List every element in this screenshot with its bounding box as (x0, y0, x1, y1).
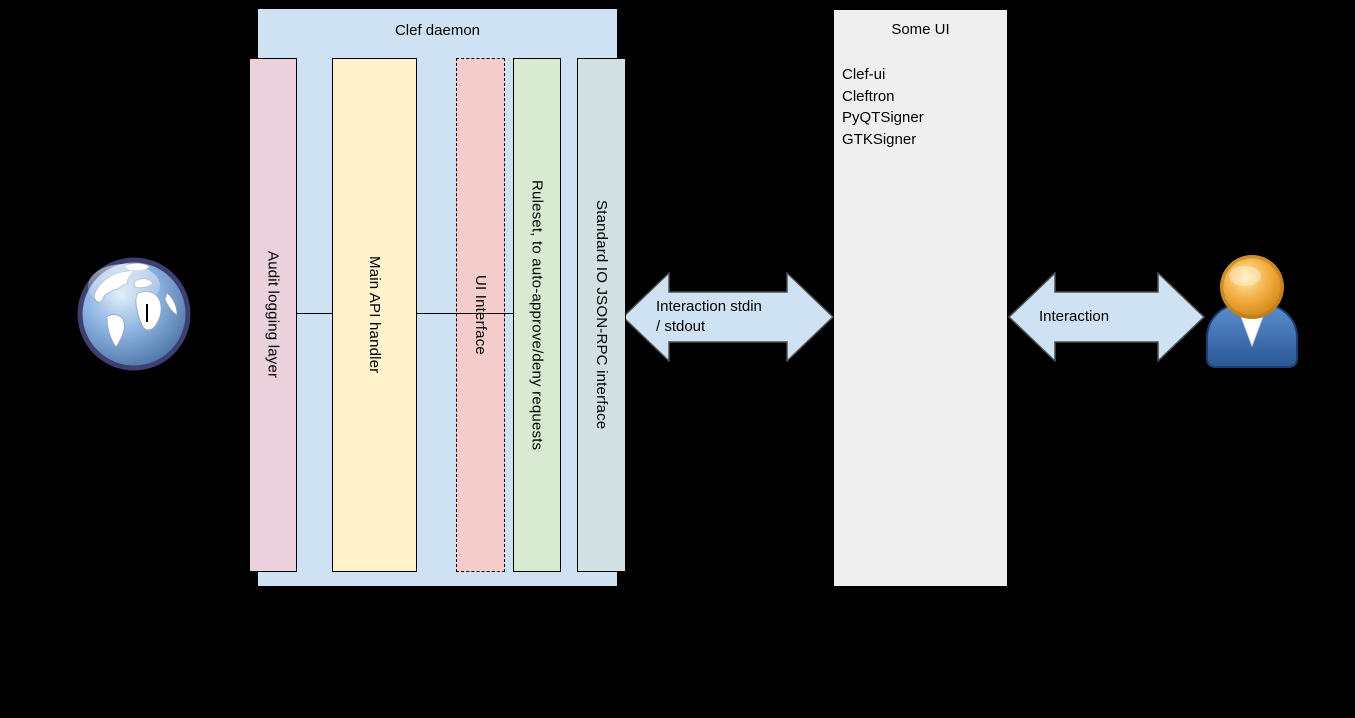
connector-line-audit-mainapi (297, 313, 332, 314)
main-api-handler-label: Main API handler (366, 256, 383, 374)
person-icon (1206, 255, 1298, 368)
ruleset-bar: Ruleset, to auto-approve/deny requests (513, 58, 561, 572)
main-api-handler-bar: Main API handler (332, 58, 417, 572)
some-ui-box: Some UI Clef-ui Cleftron PyQTSigner GTKS… (833, 9, 1008, 587)
ruleset-label: Ruleset, to auto-approve/deny requests (528, 179, 546, 451)
clef-daemon-box: Clef daemon (257, 8, 618, 587)
audit-logging-layer-label: Audit logging layer (264, 251, 282, 379)
some-ui-item-list: Clef-ui Cleftron PyQTSigner GTKSigner (834, 64, 1007, 150)
stdio-jsonrpc-interface-bar: Standard IO JSON-RPC interface (577, 58, 626, 572)
some-ui-item: PyQTSigner (842, 109, 924, 126)
stdio-jsonrpc-interface-label: Standard IO JSON-RPC interface (593, 200, 610, 430)
ui-interface-bar: UI Interface (456, 58, 505, 572)
some-ui-item: GTKSigner (842, 130, 917, 148)
user-interaction-arrow (1008, 272, 1205, 362)
stdio-interaction-arrow-label: Interaction stdin / stdout (656, 297, 762, 337)
connector-line-mainapi-ruleset (417, 313, 513, 314)
ui-interface-label: UI Interface (472, 275, 489, 355)
user-interaction-arrow-label: Interaction (1039, 308, 1110, 325)
some-ui-title: Some UI (891, 21, 950, 38)
stdio-arrow-label-line2: / stdout (656, 318, 706, 335)
clef-daemon-title: Clef daemon (394, 22, 481, 39)
audit-logging-layer-bar: Audit logging layer (249, 58, 297, 572)
some-ui-item: Cleftron (842, 87, 895, 105)
stdio-arrow-label-line1: Interaction stdin (656, 298, 762, 315)
globe-icon (77, 257, 191, 371)
stdio-interaction-arrow (622, 272, 834, 362)
some-ui-item: Clef-ui (842, 66, 886, 83)
